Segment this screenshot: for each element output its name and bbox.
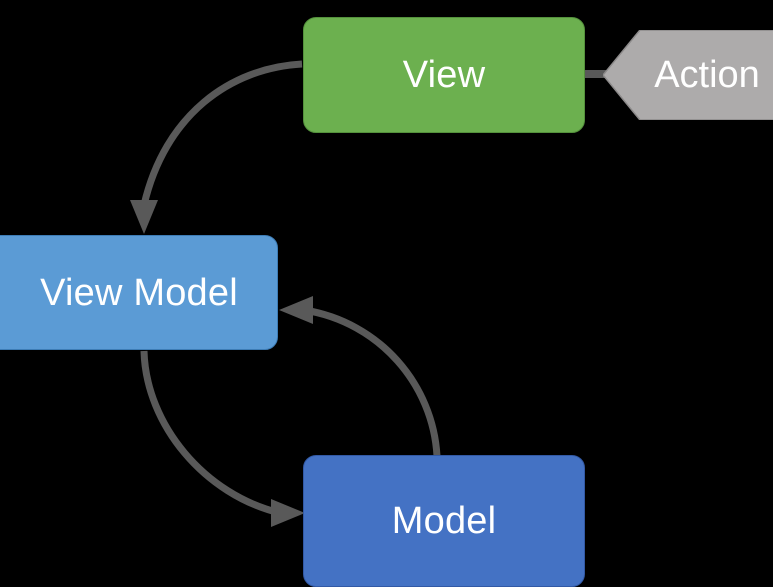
node-action[interactable]: Action	[603, 30, 773, 120]
node-view-model-label: View Model	[40, 271, 238, 314]
connector-model-to-view-model	[279, 296, 441, 457]
node-model-label: Model	[391, 500, 497, 542]
node-view[interactable]: View	[303, 17, 585, 133]
node-action-label: Action	[654, 54, 760, 96]
node-view-model[interactable]: View Model	[0, 235, 278, 350]
connector-view-model-to-model	[140, 350, 305, 527]
connector-layer	[130, 60, 606, 527]
connector-action-to-view	[584, 70, 606, 78]
connector-view-to-view-model	[130, 60, 303, 234]
node-model[interactable]: Model	[303, 455, 585, 587]
action-pentagon-icon	[603, 30, 773, 120]
diagram-canvas: View View Model Model Action	[0, 17, 773, 587]
node-view-label: View	[402, 54, 486, 96]
